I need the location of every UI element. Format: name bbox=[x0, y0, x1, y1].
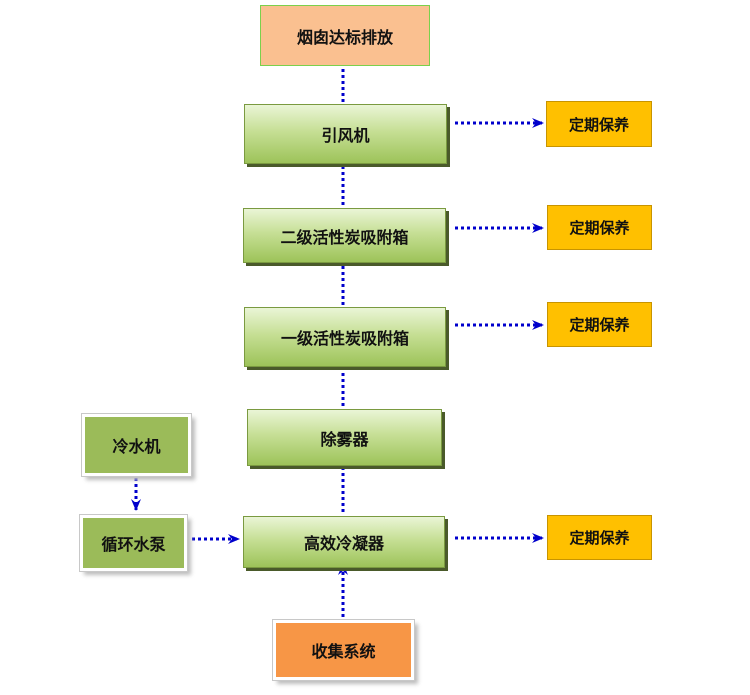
maintenance-box-carbon1: 定期保养 bbox=[547, 302, 652, 347]
chiller-node: 冷水机 bbox=[85, 417, 188, 473]
induced-fan-node: 引风机 bbox=[244, 104, 447, 164]
maintenance-box-fan: 定期保养 bbox=[546, 101, 652, 147]
maintenance-box-carbon2: 定期保养 bbox=[547, 205, 652, 250]
maintenance-box-condenser: 定期保养 bbox=[547, 515, 652, 560]
circulation-pump-node: 循环水泵 bbox=[83, 518, 184, 568]
collection-system-node: 收集系统 bbox=[276, 623, 411, 677]
carbon-adsorber-1-node: 一级活性炭吸附箱 bbox=[244, 307, 446, 367]
demister-node: 除雾器 bbox=[247, 409, 442, 466]
carbon-adsorber-2-node: 二级活性炭吸附箱 bbox=[243, 208, 446, 263]
condenser-node: 高效冷凝器 bbox=[243, 516, 445, 568]
exhaust-stack-node: 烟囱达标排放 bbox=[260, 5, 430, 66]
